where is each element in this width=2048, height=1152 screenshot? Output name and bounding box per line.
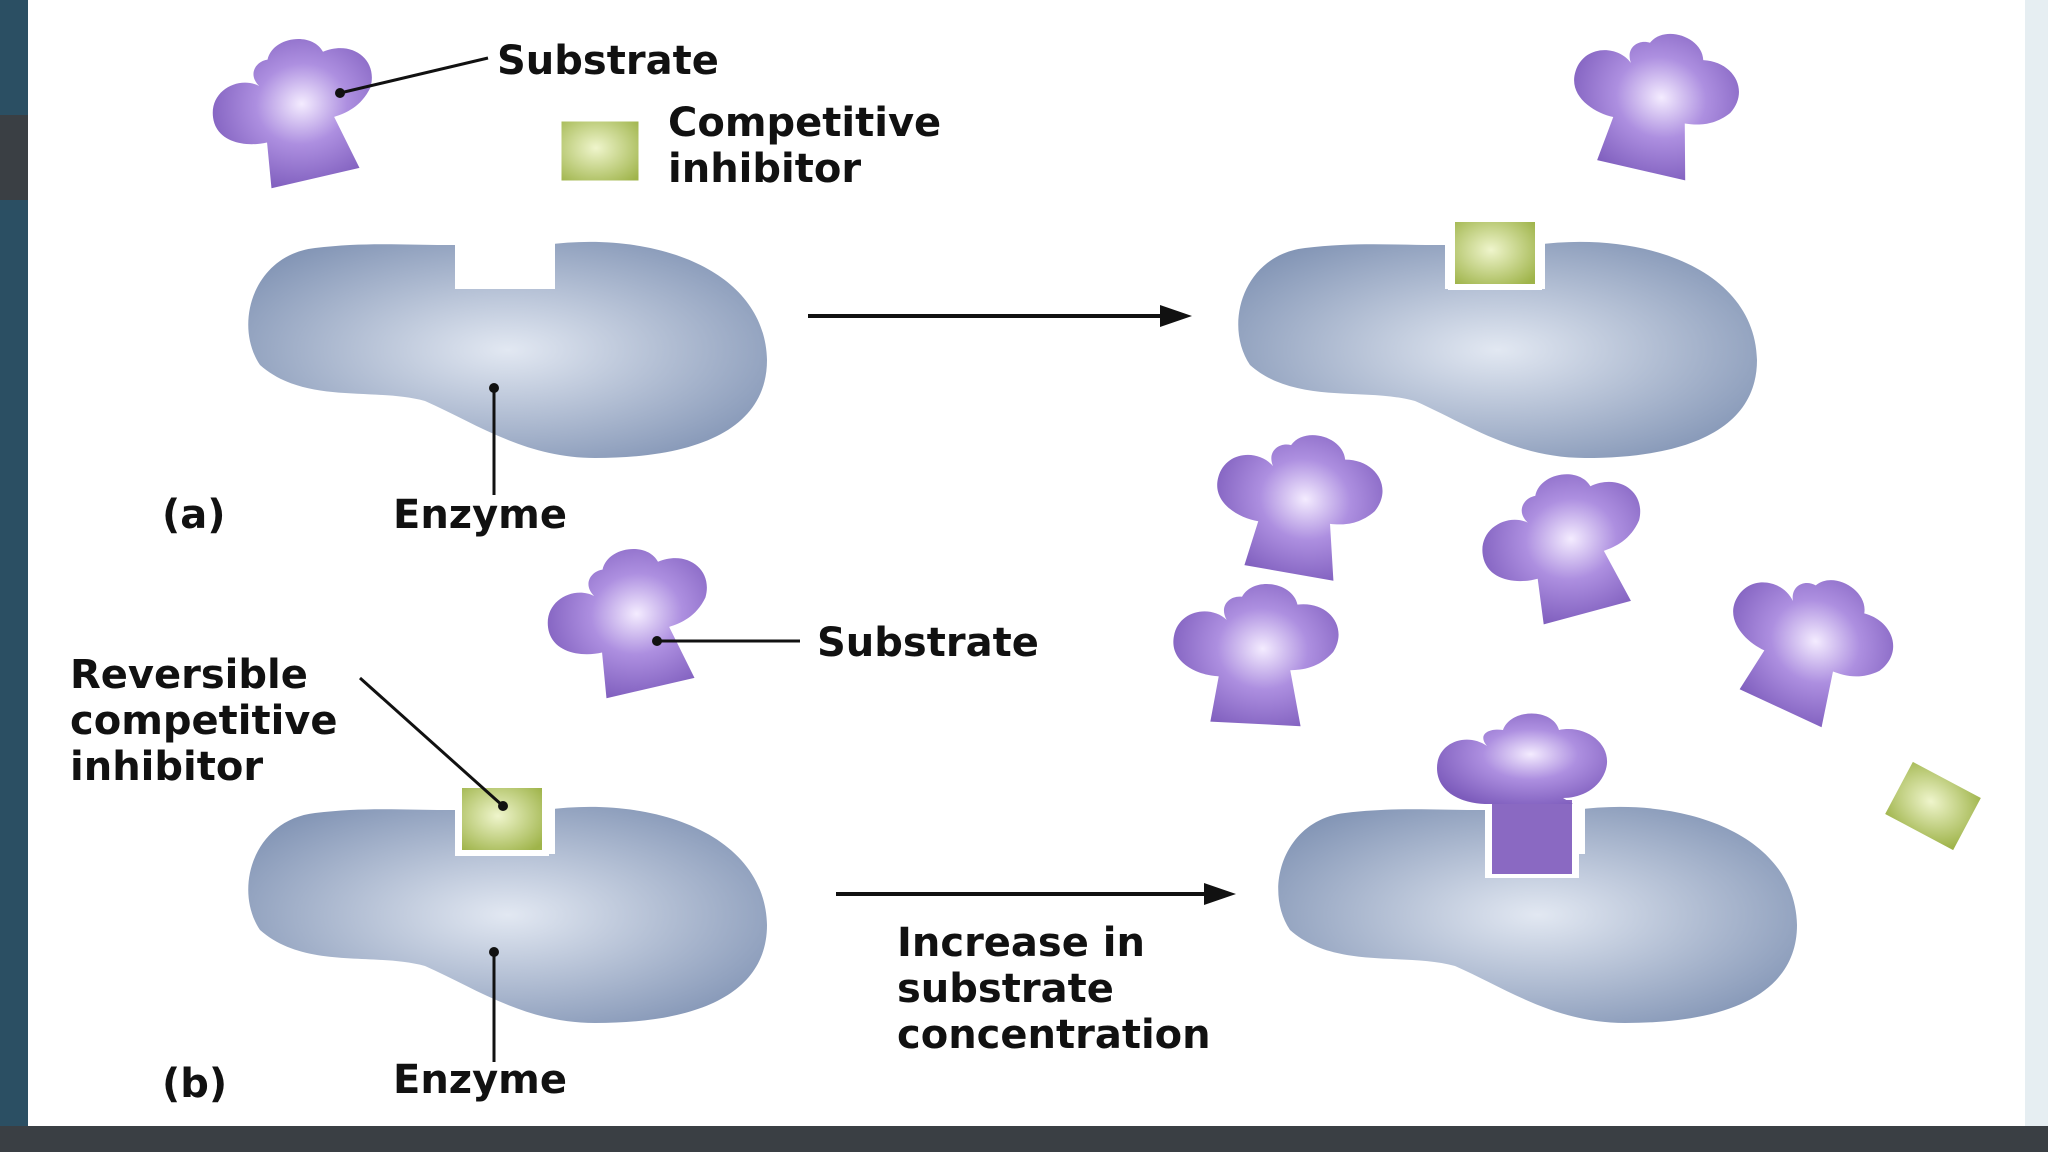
right-edge-strip: [2025, 0, 2048, 1130]
scattered-substrate-3: [1162, 571, 1345, 738]
reversible-inhibitor-label-line1: Reversible: [70, 652, 308, 698]
scattered-substrate-4: [1698, 540, 1912, 747]
scattered-substrate-2: [1471, 462, 1658, 633]
substrate-b-pointer-dot: [652, 636, 662, 646]
competitive-inhibitor-square: [558, 118, 642, 184]
left-edge-tab: [0, 115, 28, 200]
enzyme-b-pointer-dot: [489, 947, 499, 957]
substrate-a: [203, 29, 386, 195]
substrate-b-label: Substrate: [817, 620, 1039, 666]
reversible-inhibitor-pointer-dot: [498, 801, 508, 811]
increase-label-line3: concentration: [897, 1012, 1211, 1058]
bound-substrate-b: [1437, 713, 1608, 878]
bottom-bar: [0, 1126, 2048, 1152]
substrate-a-pointer-dot: [335, 88, 345, 98]
panel-b-label: (b): [162, 1061, 227, 1107]
reversible-inhibitor-label-line2: competitive: [70, 698, 338, 744]
scattered-substrate-1: [1198, 413, 1394, 595]
reversible-inhibitor-pointer: [358, 676, 505, 808]
substrate-b: [538, 539, 721, 705]
substrate-a-label: Substrate: [497, 38, 719, 84]
reversible-inhibitor-square: [462, 788, 542, 850]
reversible-inhibitor-label-line3: inhibitor: [70, 744, 263, 790]
displaced-inhibitor: [1881, 757, 1985, 855]
arrow-a-head: [1160, 305, 1192, 327]
competitive-inhibitor-label-line2: inhibitor: [668, 146, 861, 192]
enzyme-a-label: Enzyme: [393, 492, 567, 538]
increase-label-line1: Increase in: [897, 920, 1145, 966]
enzyme-a-pointer-dot: [489, 383, 499, 393]
enzyme-b-label: Enzyme: [393, 1057, 567, 1103]
increase-label-line2: substrate: [897, 966, 1114, 1012]
competitive-inhibitor-label-line1: Competitive: [668, 100, 941, 146]
arrow-b-head: [1204, 883, 1236, 905]
substrate-a-pointer: [339, 56, 489, 95]
enzyme-a: [248, 239, 767, 458]
bound-inhibitor-a: [1455, 222, 1535, 284]
free-substrate-a: [1551, 7, 1752, 196]
panel-a-label: (a): [162, 492, 226, 538]
